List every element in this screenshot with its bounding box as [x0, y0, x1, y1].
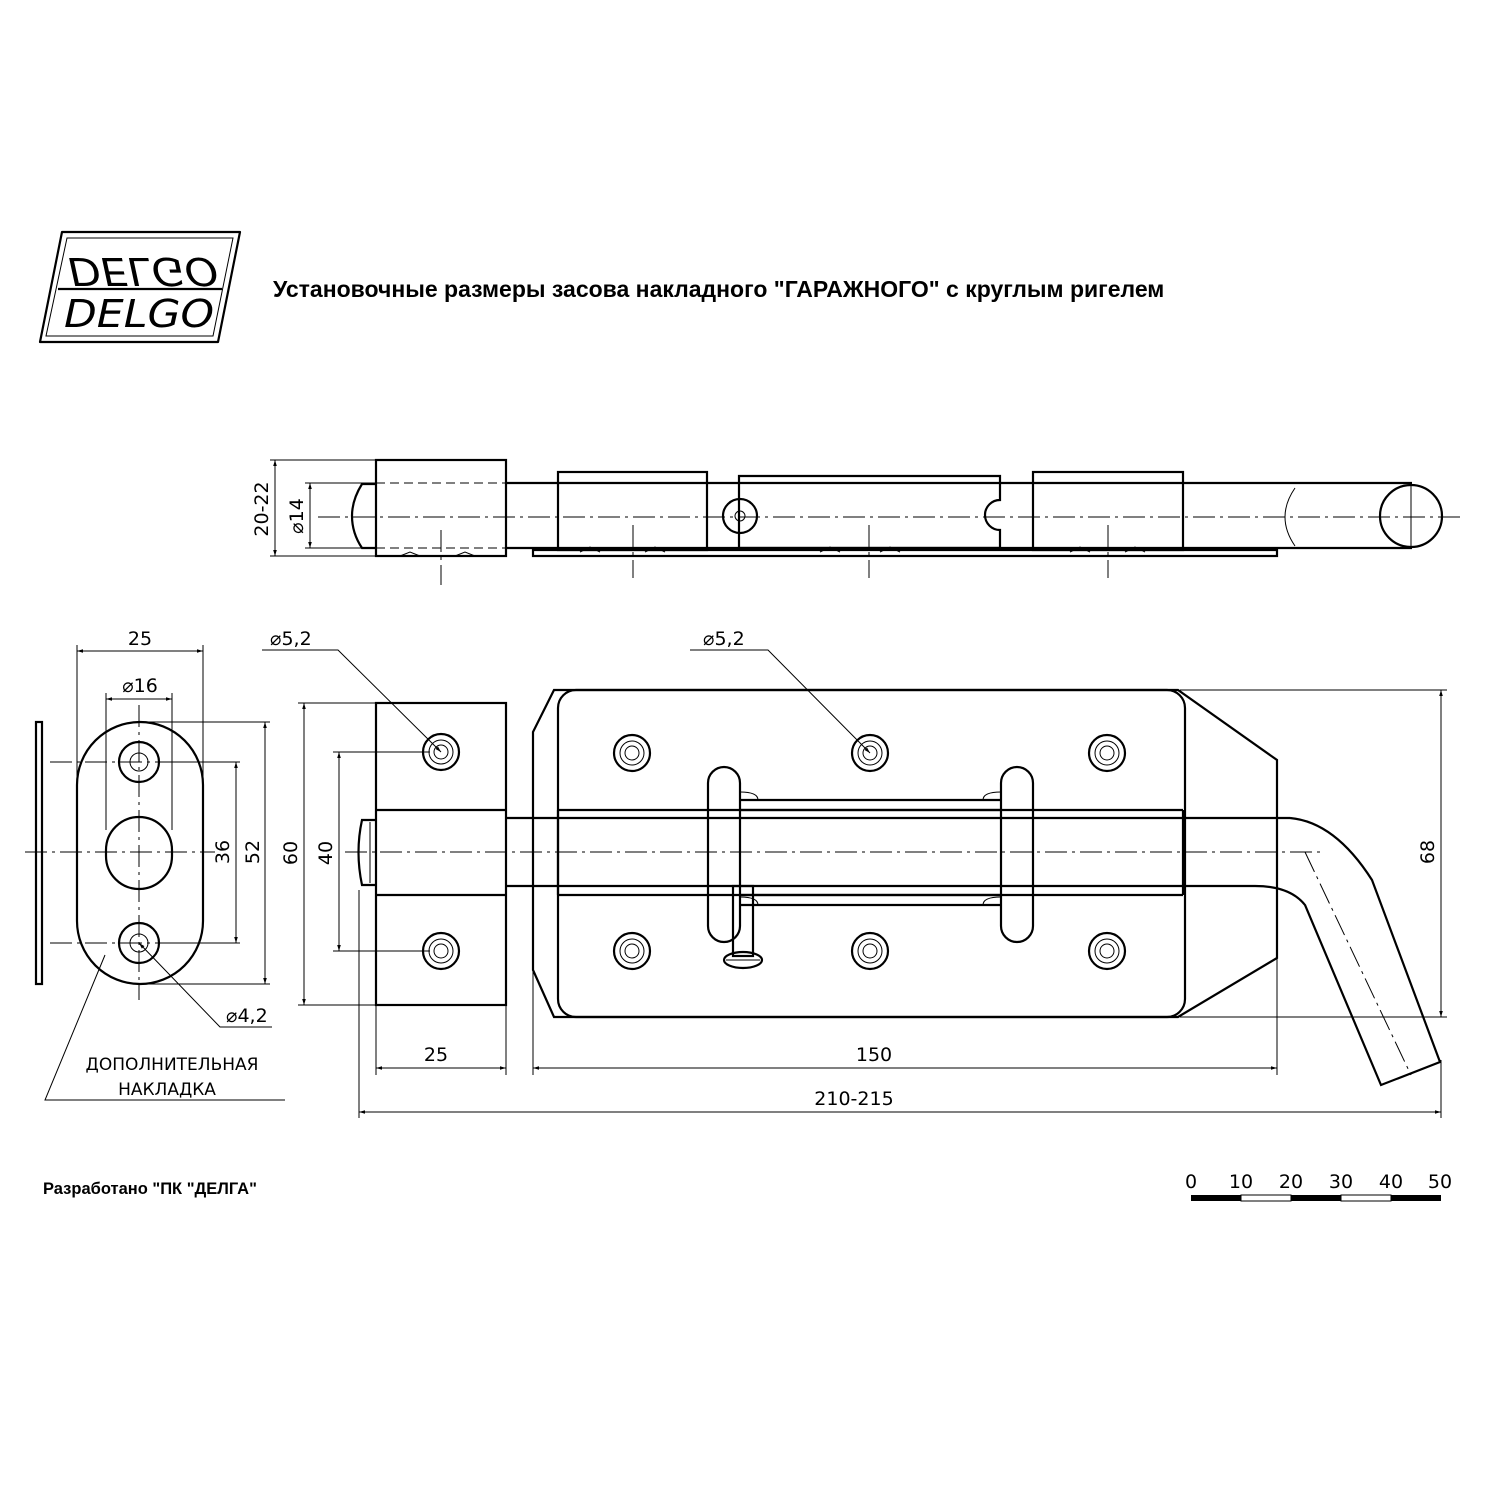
- dim-hole-16: ⌀16: [122, 675, 158, 697]
- logo-text: DELGO: [64, 292, 214, 336]
- dim-60: 60: [280, 841, 302, 865]
- dim-total-length: 210-215: [814, 1088, 893, 1110]
- scale-tick-20: 20: [1279, 1171, 1303, 1193]
- scale-tick-40: 40: [1379, 1171, 1403, 1193]
- scale-tick-30: 30: [1329, 1171, 1353, 1193]
- caption-line-1: ДОПОЛНИТЕЛЬНАЯ: [86, 1055, 259, 1075]
- dim-rod-diameter: ⌀14: [286, 498, 308, 534]
- dim-plate-width: 25: [128, 628, 152, 650]
- side-plate-view: 25 ⌀16 36 52 ⌀4,2 ДОПОЛНИТЕЛЬНАЯ НАКЛАДК…: [25, 628, 285, 1101]
- dim-height-20-22: 20-22: [251, 481, 273, 536]
- dim-25-keeper: 25: [424, 1044, 448, 1066]
- dim-hole-4-2: ⌀4,2: [226, 1005, 268, 1027]
- caption-line-2: НАКЛАДКА: [118, 1080, 216, 1100]
- scale-tick-50: 50: [1428, 1171, 1452, 1193]
- scale-bar: 0 10 20 30 40 50: [1185, 1171, 1452, 1202]
- body-screw-holes: [612, 733, 1127, 971]
- top-view: 20-22 ⌀14: [251, 458, 1460, 585]
- dim-40: 40: [315, 841, 337, 865]
- dim-hole-5-2-left: ⌀5,2: [270, 628, 312, 650]
- dim-150: 150: [856, 1044, 892, 1066]
- delgo-logo: DELGO DELGO: [38, 230, 242, 344]
- front-view: ⌀5,2 ⌀5,2 60 40 68 25 150 210-215: [262, 628, 1447, 1118]
- dim-52: 52: [242, 840, 264, 864]
- dim-36: 36: [212, 840, 234, 864]
- dim-hole-5-2-right: ⌀5,2: [703, 628, 745, 650]
- logo-text-mirrored: DELGO: [68, 249, 218, 293]
- dim-68: 68: [1417, 840, 1439, 864]
- scale-tick-0: 0: [1185, 1171, 1197, 1193]
- page-title: Установочные размеры засова накладного "…: [273, 276, 1165, 302]
- scale-tick-10: 10: [1229, 1171, 1253, 1193]
- developer-credit: Разработано "ПК "ДЕЛГА": [43, 1180, 257, 1198]
